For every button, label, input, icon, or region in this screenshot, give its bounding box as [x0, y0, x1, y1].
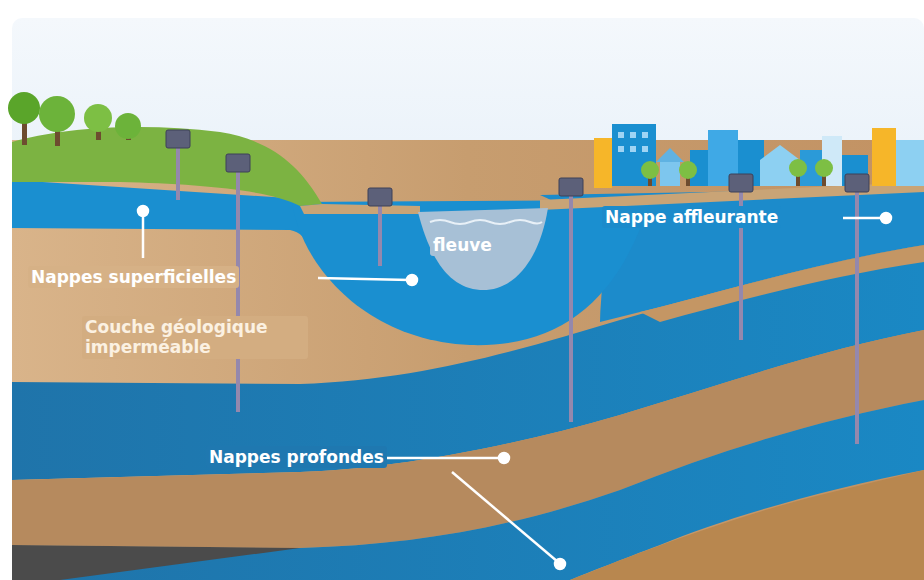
well-heads — [166, 130, 869, 206]
ground — [12, 140, 924, 580]
wells — [178, 146, 857, 444]
sky — [12, 18, 924, 580]
aquifer-label: Nappe affleurante — [602, 206, 781, 228]
city — [594, 124, 924, 188]
impermeable-layer — [570, 470, 924, 580]
shallow-aquifer — [292, 200, 650, 345]
bedrock — [12, 545, 300, 580]
trees — [8, 92, 141, 146]
layer-label: Couche géologique imperméable — [82, 316, 308, 359]
ground-surface — [300, 204, 420, 214]
river — [418, 208, 548, 290]
river-wave — [430, 220, 542, 224]
impermeable-layer — [640, 245, 924, 322]
aquifer-label: Nappes profondes — [206, 446, 387, 468]
river-label: fleuve — [430, 234, 495, 256]
leader-lines — [138, 206, 891, 569]
aquifer-label: Nappes superficielles — [28, 266, 239, 288]
